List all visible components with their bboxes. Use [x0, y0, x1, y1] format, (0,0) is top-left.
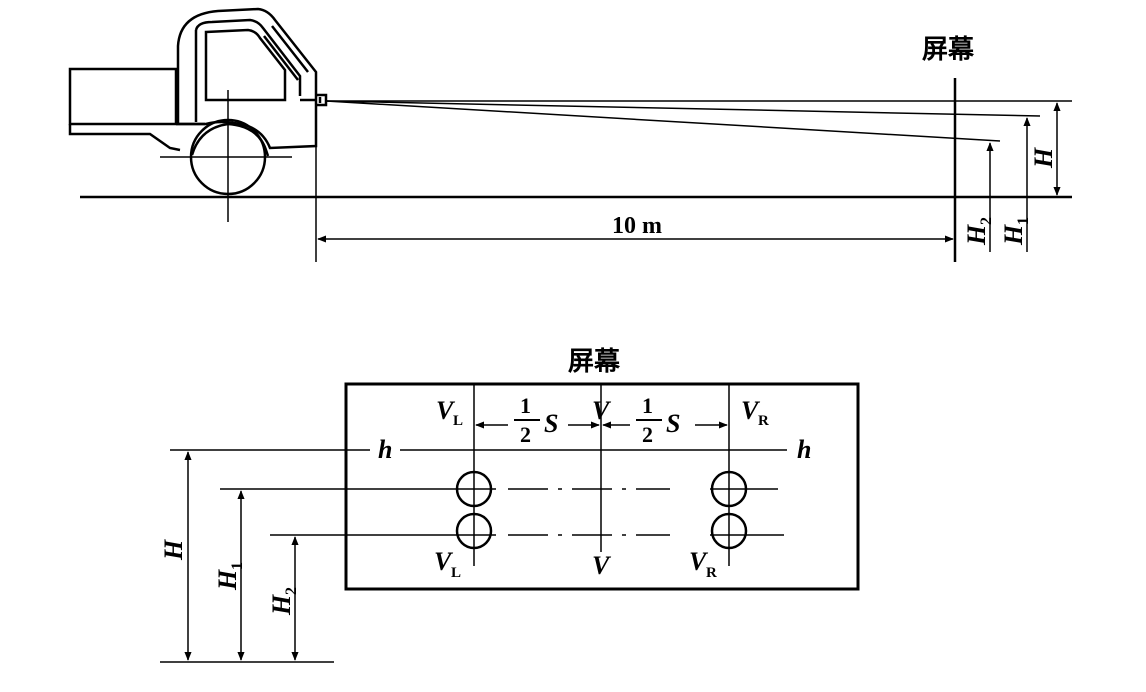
svg-text:V: V [689, 547, 709, 576]
half-s-right: 1 2 S [642, 393, 680, 447]
truck-window [204, 28, 287, 102]
spot-right-lower [710, 512, 748, 550]
svg-text:2: 2 [283, 587, 300, 595]
label-H2-bottom: H 2 [267, 587, 300, 616]
truck-cab [176, 7, 318, 150]
svg-text:H: H [962, 224, 991, 246]
svg-text:L: L [451, 565, 461, 581]
screen-rectangle [344, 382, 860, 591]
label-h-right: h [797, 435, 811, 464]
screen-title: 屏幕 [568, 347, 621, 377]
svg-text:S: S [544, 409, 558, 438]
label-VR-bottom: V R [689, 547, 717, 581]
spot-right-upper [710, 470, 748, 508]
svg-text:H: H [999, 224, 1028, 246]
svg-text:H: H [213, 569, 242, 591]
truck [68, 7, 328, 222]
label-H1-top: H 1 [999, 217, 1032, 246]
svg-text:2: 2 [978, 217, 995, 225]
screen-view [160, 382, 860, 663]
svg-text:V: V [741, 396, 761, 425]
svg-text:L: L [453, 413, 463, 429]
svg-text:H: H [267, 594, 296, 616]
svg-text:1: 1 [520, 393, 531, 418]
svg-text:R: R [706, 565, 717, 581]
truck-cargo-box [68, 67, 178, 126]
label-H1-bottom: H 1 [213, 562, 246, 591]
svg-text:2: 2 [642, 422, 653, 447]
screen-label-top: 屏幕 [922, 35, 975, 65]
svg-text:1: 1 [1015, 217, 1032, 225]
svg-text:V: V [436, 396, 456, 425]
spot-left-lower [455, 512, 493, 550]
side-view [68, 7, 1072, 262]
label-VR-top: V R [741, 396, 769, 429]
truck-chassis [68, 124, 181, 152]
label-VL-top: V L [436, 396, 463, 429]
svg-text:R: R [758, 413, 769, 429]
label-H2-top: H 2 [962, 217, 995, 246]
label-h-left: h [378, 435, 392, 464]
spot-left-upper [455, 470, 493, 508]
label-V-top: V [592, 396, 612, 425]
label-VL-bottom: V L [434, 547, 461, 581]
svg-text:S: S [666, 409, 680, 438]
svg-text:V: V [434, 547, 454, 576]
beam-h1 [325, 100, 1041, 117]
distance-label: 10 m [612, 213, 662, 239]
beam-h2 [325, 100, 1001, 142]
svg-text:1: 1 [229, 562, 246, 570]
svg-text:2: 2 [520, 422, 531, 447]
svg-text:1: 1 [642, 393, 653, 418]
headlamp [316, 93, 328, 107]
label-V-bottom: V [592, 551, 612, 580]
half-s-left: 1 2 S [520, 393, 558, 447]
label-H-top: H [1029, 147, 1058, 169]
label-H-bottom: H [159, 539, 188, 561]
